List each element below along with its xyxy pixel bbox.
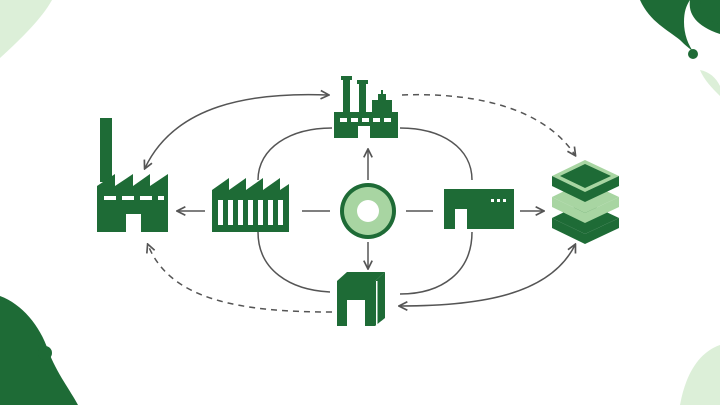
arc-plant-to-layers — [401, 93, 575, 155]
arc-box-to-layers — [400, 245, 575, 306]
arc-box-to-factory — [148, 245, 333, 313]
inner-loop-bottom — [257, 231, 473, 295]
factory-sawtooth-chimney-icon — [97, 118, 168, 232]
ring-hub-icon — [340, 183, 396, 239]
corner-decoration-top-right — [640, 0, 720, 96]
corner-decoration-top-left — [0, 0, 52, 58]
warehouse-icon — [444, 189, 514, 229]
factory-sawtooth-icon — [212, 178, 289, 232]
layer-stack-icon — [552, 160, 619, 244]
storage-cube-icon — [337, 272, 385, 326]
inner-loop-top — [257, 127, 473, 181]
corner-decoration-bottom-left — [0, 296, 78, 405]
industrial-plant-icon — [334, 76, 398, 138]
corner-decoration-bottom-right — [680, 345, 720, 405]
arc-factory-to-plant — [145, 95, 328, 168]
